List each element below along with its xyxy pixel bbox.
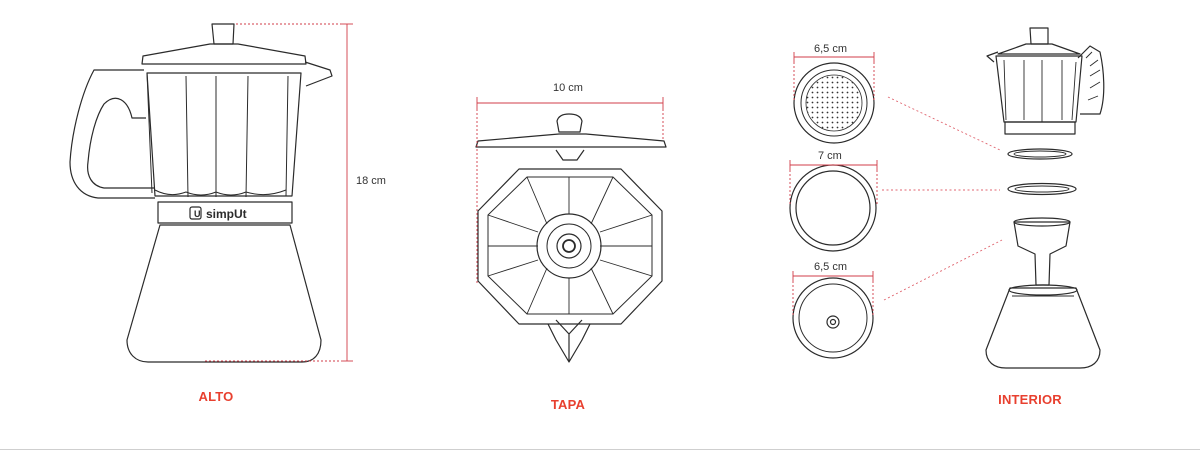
interior-exploded-view: [985, 27, 1105, 369]
interior-filter-top: [793, 62, 875, 144]
gasket-width-label: 7 cm: [818, 150, 842, 162]
tapa-view: [475, 113, 667, 363]
exploded-funnel: [1013, 221, 1071, 286]
tapa-lid-knob: [556, 113, 583, 133]
alto-height-label: 18 cm: [356, 175, 386, 187]
svg-text:U: U: [194, 209, 201, 219]
tapa-width-label: 10 cm: [553, 82, 583, 94]
tapa-width-dimension: [476, 97, 664, 284]
plate-width-dimension: [792, 271, 874, 315]
interior-plate-top: [792, 277, 874, 359]
tapa-octagon: [477, 168, 663, 325]
exploded-knob: [1029, 27, 1049, 45]
alto-lid-knob: [211, 23, 235, 45]
filter-width-label: 6,5 cm: [814, 43, 848, 55]
alto-brand-logo: U: [189, 206, 202, 220]
interior-gasket-top: [789, 164, 877, 252]
alto-height-dimension: [205, 23, 353, 362]
tapa-lid-side: [475, 133, 667, 148]
bottom-divider: [0, 449, 1200, 450]
alto-spout: [304, 61, 333, 87]
alto-view: [69, 23, 333, 363]
tapa-spout: [547, 319, 591, 363]
alto-upper-chamber: [146, 72, 302, 197]
exploded-filter-plate: [1007, 182, 1077, 196]
alto-view-label: ALTO: [198, 389, 234, 404]
alto-lid: [141, 43, 307, 65]
exploded-gasket: [1007, 148, 1073, 160]
alto-belt: [157, 201, 293, 224]
alto-handle: [69, 69, 155, 199]
gasket-width-dimension: [789, 160, 878, 205]
alto-brand-text: simpUt: [206, 207, 247, 221]
exploded-handle: [1077, 45, 1105, 115]
alto-base: [126, 224, 322, 363]
leader-lines: [882, 96, 1003, 301]
exploded-lid: [997, 43, 1081, 55]
filter-width-dimension: [793, 52, 875, 100]
interior-view-label: INTERIOR: [998, 392, 1062, 407]
exploded-base: [985, 287, 1101, 369]
exploded-spout: [986, 51, 999, 63]
exploded-upper-chamber: [995, 55, 1083, 123]
tapa-center-outer: [536, 213, 602, 279]
tapa-view-label: TAPA: [550, 397, 586, 412]
plate-width-label: 6,5 cm: [814, 261, 848, 273]
